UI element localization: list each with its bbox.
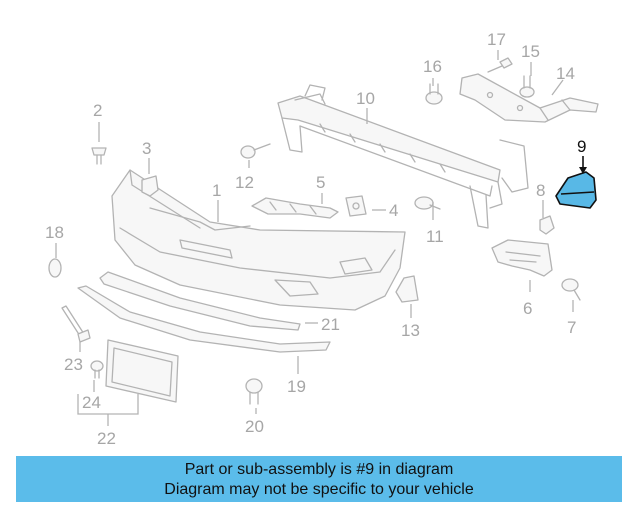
callout-7: 7 — [567, 318, 576, 337]
callout-21: 21 — [321, 315, 340, 334]
callout-13: 13 — [401, 321, 420, 340]
part-21-lower-trim — [99, 271, 301, 331]
callout-17: 17 — [487, 30, 506, 49]
callout-4: 4 — [389, 201, 398, 220]
part-17-bolt — [487, 57, 513, 73]
part-15-bolt — [519, 75, 535, 98]
callout-18: 18 — [45, 223, 64, 242]
part-18-grommet — [48, 258, 62, 278]
part-16-bolt — [425, 83, 443, 105]
part-20-screw — [245, 378, 263, 405]
leader-lines — [55, 50, 574, 426]
part-9-cover — [555, 156, 597, 209]
callout-23: 23 — [64, 355, 83, 374]
callout-1: 1 — [212, 181, 221, 200]
callout-3: 3 — [142, 139, 151, 158]
part-11-bolt — [414, 196, 441, 210]
callout-24: 24 — [82, 393, 101, 412]
part-8-clip — [539, 215, 555, 235]
part-19-valance — [77, 285, 331, 353]
callout-19: 19 — [287, 377, 306, 396]
part-6-side-bracket — [491, 239, 553, 277]
callout-8: 8 — [536, 181, 545, 200]
part-5-bracket — [251, 197, 339, 219]
part-7-bolt — [561, 278, 581, 301]
part-4-clip — [345, 195, 367, 217]
callout-15: 15 — [521, 42, 540, 61]
part-3-clip — [141, 175, 159, 197]
callout-12: 12 — [235, 173, 254, 192]
part-10-impact-bar — [277, 84, 529, 229]
callout-6: 6 — [523, 299, 532, 318]
info-banner: Part or sub-assembly is #9 in diagram Di… — [16, 456, 622, 502]
callout-20: 20 — [245, 417, 264, 436]
banner-line-2: Diagram may not be specific to your vehi… — [164, 481, 474, 498]
banner-line-1: Part or sub-assembly is #9 in diagram — [184, 461, 454, 478]
part-2-screw — [91, 147, 107, 165]
callout-5: 5 — [316, 173, 325, 192]
part-1-bumper-cover — [111, 169, 406, 311]
part-23-strip — [61, 305, 91, 343]
part-13-clip — [395, 275, 419, 303]
callout-2: 2 — [93, 101, 102, 120]
callout-22: 22 — [97, 429, 116, 448]
callout-14: 14 — [556, 64, 575, 83]
part-12-screw — [240, 143, 271, 159]
callout-10: 10 — [356, 89, 375, 108]
callout-9: 9 — [577, 137, 586, 156]
callout-16: 16 — [423, 57, 442, 76]
callout-11: 11 — [426, 227, 444, 246]
part-24-screw — [90, 360, 104, 379]
part-22-plate-bracket — [105, 339, 179, 403]
part-14-bracket — [459, 73, 599, 123]
